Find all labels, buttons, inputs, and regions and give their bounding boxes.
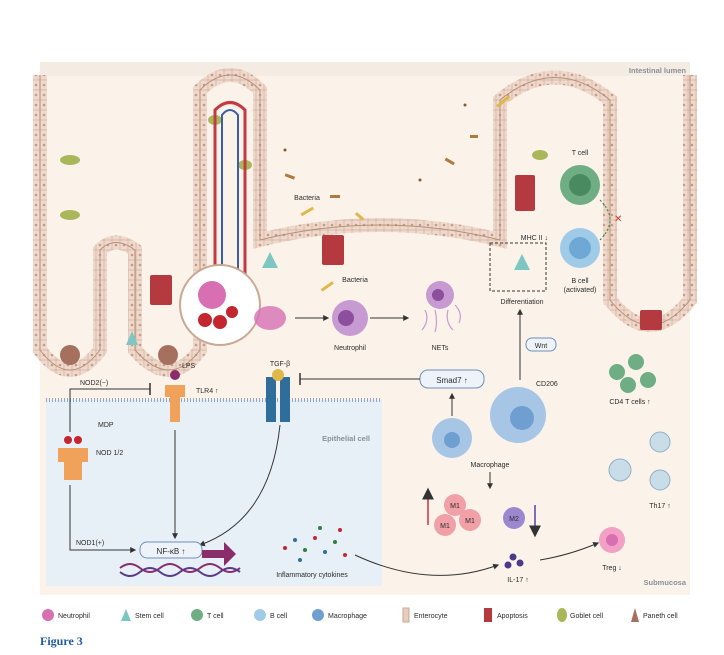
dna-strand-2 bbox=[119, 567, 241, 577]
svg-text:Paneth cell: Paneth cell bbox=[643, 613, 678, 620]
epithelial-cell-region bbox=[46, 400, 382, 586]
stem-cell-icon bbox=[121, 609, 131, 621]
t-cell-icon bbox=[191, 609, 203, 621]
tlr4-receptor bbox=[165, 370, 185, 422]
legend-item-neutrophil: Neutrophil bbox=[42, 609, 90, 621]
tlr4-label: TLR4 ↑ bbox=[196, 388, 219, 395]
il17-label: IL-17 ↑ bbox=[507, 577, 528, 584]
arrow-cytokines-il17 bbox=[354, 554, 500, 576]
legend-item-goblet-cell: Goblet cell bbox=[557, 608, 604, 622]
svg-text:Enterocyte: Enterocyte bbox=[414, 613, 448, 620]
differentiation-box bbox=[489, 242, 547, 292]
th17-label: Th17 ↑ bbox=[649, 503, 670, 510]
tgfb-receptor bbox=[266, 369, 290, 422]
legend: Neutrophil Stem cell T cell B cell Macro… bbox=[42, 607, 678, 623]
cd4-label: CD4 T cells ↑ bbox=[609, 399, 650, 406]
macrophage-label: Macrophage bbox=[471, 462, 510, 469]
bacteria-group bbox=[283, 95, 511, 292]
il17-molecules bbox=[504, 553, 524, 569]
m2-cell bbox=[503, 505, 541, 538]
wnt-label: Wnt bbox=[535, 343, 548, 350]
lumen-strip bbox=[40, 62, 690, 76]
nod-receptor bbox=[58, 436, 88, 480]
epithelial-label: Epithelial cell bbox=[322, 434, 370, 443]
smad7-label: Smad7 ↑ bbox=[436, 376, 468, 385]
arrow-il17-treg bbox=[539, 542, 600, 561]
m1-cluster bbox=[422, 487, 481, 536]
macrophage-small bbox=[432, 418, 472, 458]
b-cell-icon bbox=[254, 609, 266, 621]
b-cell-label: B cell bbox=[571, 278, 589, 285]
differentiation-label: Differentiation bbox=[500, 299, 543, 306]
arrow-nod1-nfkb bbox=[69, 485, 137, 553]
legend-item-macrophage: Macrophage bbox=[312, 609, 367, 621]
svg-text:Apoptosis: Apoptosis bbox=[497, 613, 528, 620]
paneth-cell-icon bbox=[631, 608, 639, 622]
neutrophil-zoom bbox=[179, 264, 286, 346]
nfkb-label: NF-κB ↑ bbox=[157, 547, 186, 556]
svg-text:Stem cell: Stem cell bbox=[135, 613, 164, 620]
legend-item-apoptosis: Apoptosis bbox=[484, 608, 528, 622]
b-cell-activated-label: (activated) bbox=[564, 287, 597, 294]
enterocyte-icon bbox=[402, 607, 410, 623]
wnt-box bbox=[525, 337, 557, 352]
bacteria-label-2: Bacteria bbox=[342, 277, 368, 284]
apoptosis-icon bbox=[484, 608, 492, 622]
treg-label: Treg ↓ bbox=[602, 565, 622, 572]
macrophage-large bbox=[490, 387, 546, 443]
svg-text:B cell: B cell bbox=[270, 613, 288, 620]
neutrophil-label: Neutrophil bbox=[334, 345, 366, 352]
legend-item-enterocyte: Enterocyte bbox=[402, 607, 448, 623]
svg-text:Macrophage: Macrophage bbox=[328, 613, 367, 620]
bacteria-label-1: Bacteria bbox=[294, 195, 320, 202]
lumen-label: Intestinal lumen bbox=[629, 66, 687, 75]
neutrophil-cell bbox=[332, 300, 368, 336]
cytokines-label: Inflammatory cytokines bbox=[276, 572, 348, 579]
epithelium-outline bbox=[39, 74, 691, 371]
transcription-arrow bbox=[202, 542, 236, 566]
legend-item-b-cell: B cell bbox=[254, 609, 288, 621]
epithelium bbox=[33, 68, 697, 377]
svg-text:T cell: T cell bbox=[207, 613, 224, 620]
t-cell-label: T cell bbox=[572, 150, 589, 157]
m1-label-2: M1 bbox=[440, 523, 450, 530]
tgfb-label: TGF-β bbox=[270, 361, 290, 368]
figure-caption: Figure 3 bbox=[40, 634, 83, 648]
treg-cell bbox=[599, 527, 625, 553]
legend-item-paneth-cell: Paneth cell bbox=[631, 608, 678, 622]
submucosa-label: Submucosa bbox=[643, 578, 686, 587]
legend-item-t-cell: T cell bbox=[191, 609, 224, 621]
nets-label: NETs bbox=[432, 345, 449, 352]
m1-label-1: M1 bbox=[450, 503, 460, 510]
mhc-label: MHC II ↓ bbox=[521, 235, 548, 242]
dna-strand bbox=[119, 563, 241, 573]
cd4-t-cells bbox=[609, 354, 656, 393]
legend-item-stem-cell: Stem cell bbox=[121, 609, 164, 621]
t-cell bbox=[560, 165, 600, 205]
th17-cells bbox=[608, 431, 671, 491]
m1-label-3: M1 bbox=[465, 518, 475, 525]
m2-label: M2 bbox=[509, 516, 519, 523]
nod1-label: NOD1(+) bbox=[76, 540, 104, 547]
mdp-label: MDP bbox=[98, 422, 114, 429]
tcell-bcell-link bbox=[599, 199, 611, 241]
nets-cell bbox=[421, 281, 461, 333]
arrow-tgfb-nfkb bbox=[198, 424, 281, 547]
nod2-inhibit-line bbox=[69, 388, 150, 432]
nod2-label: NOD2(−) bbox=[80, 380, 108, 387]
svg-text:Goblet cell: Goblet cell bbox=[570, 613, 604, 620]
nod12-label: NOD 1/2 bbox=[96, 450, 123, 457]
lps-label: LPS bbox=[182, 363, 196, 370]
cytokine-cloud bbox=[283, 526, 347, 562]
macrophage-icon bbox=[312, 609, 324, 621]
svg-text:Neutrophil: Neutrophil bbox=[58, 613, 90, 620]
goblet-cell-icon bbox=[557, 608, 567, 622]
neutrophil-icon bbox=[42, 609, 54, 621]
cd206-label: CD206 bbox=[536, 381, 558, 388]
block-x-icon: ✕ bbox=[614, 214, 622, 225]
b-cell bbox=[560, 228, 600, 268]
